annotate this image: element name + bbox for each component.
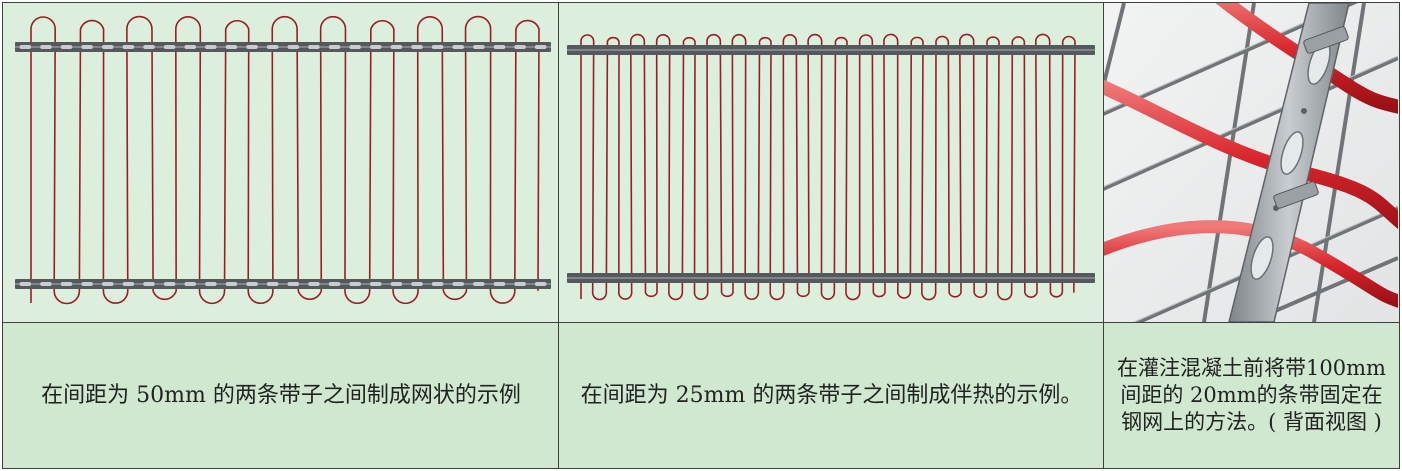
lower-fixing-strip-25mm bbox=[567, 273, 1095, 283]
caption-25mm: 在间距为 25mm 的两条带子之间制成伴热的示例。 bbox=[558, 322, 1105, 469]
caption-fixing: 在灌注混凝土前将带100mm 间距的 20mm的条带固定在钢网上的方法。( 背面… bbox=[1103, 322, 1400, 469]
caption-text-50mm: 在间距为 50mm 的两条带子之间制成网状的示例 bbox=[41, 382, 521, 408]
image-cell-50mm bbox=[2, 2, 560, 324]
cable-mesh-50mm-illustration bbox=[15, 15, 551, 305]
caption-50mm: 在间距为 50mm 的两条带子之间制成网状的示例 bbox=[2, 322, 560, 469]
image-cell-fixing bbox=[1103, 2, 1400, 324]
upper-fixing-strip-25mm bbox=[567, 45, 1095, 55]
heating-cable-25mm bbox=[580, 33, 1076, 301]
fixing-strip-photo bbox=[1104, 3, 1398, 322]
cable-trace-25mm-illustration bbox=[567, 33, 1095, 301]
caption-text-25mm: 在间距为 25mm 的两条带子之间制成伴热的示例。 bbox=[580, 382, 1083, 408]
caption-text-fixing: 在灌注混凝土前将带100mm 间距的 20mm的条带固定在钢网上的方法。( 背面… bbox=[1117, 356, 1386, 434]
metal-fixing-strip bbox=[1228, 3, 1350, 322]
image-cell-25mm bbox=[558, 2, 1105, 324]
red-cable-lower bbox=[1104, 220, 1398, 308]
upper-fixing-strip-50mm bbox=[15, 42, 551, 52]
heating-cable-50mm bbox=[30, 15, 540, 305]
lower-fixing-strip-50mm bbox=[15, 279, 551, 289]
red-cable-right bbox=[1215, 3, 1398, 114]
